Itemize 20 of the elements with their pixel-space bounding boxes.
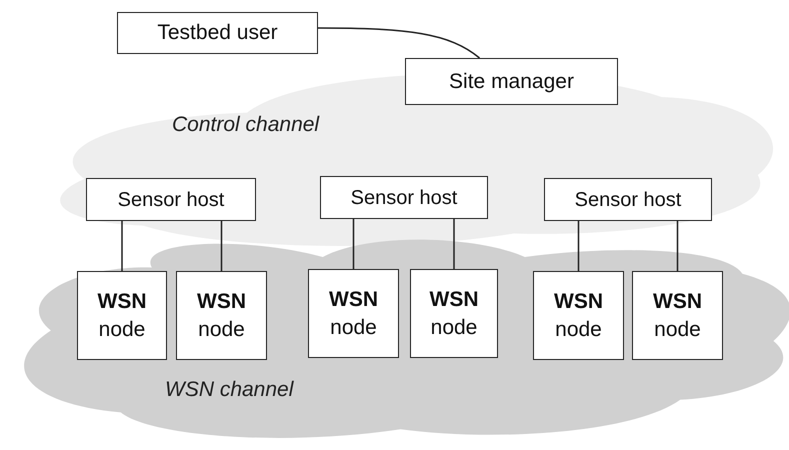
node-box: WSN node <box>308 269 399 358</box>
cloud-label: Control channel <box>172 113 320 137</box>
cloud-label: WSN channel <box>165 378 294 402</box>
connector-line <box>453 219 455 269</box>
node-box: WSN node <box>176 271 267 360</box>
process-box: Sensor host <box>544 178 712 221</box>
process-box: Sensor host <box>320 176 488 219</box>
node-box: WSN node <box>632 271 723 360</box>
node-box: WSN node <box>533 271 624 360</box>
connector-line <box>220 221 222 271</box>
node-box: WSN node <box>410 269 498 358</box>
connector-line <box>121 221 123 271</box>
process-box: Site manager <box>405 58 618 105</box>
connector-line <box>352 219 354 269</box>
process-box: Testbed user <box>117 12 318 54</box>
node-box: WSN node <box>77 271 167 360</box>
connector-line <box>318 27 480 59</box>
connector-line <box>676 221 678 271</box>
connector-line <box>578 221 580 271</box>
process-box: Sensor host <box>86 178 256 221</box>
